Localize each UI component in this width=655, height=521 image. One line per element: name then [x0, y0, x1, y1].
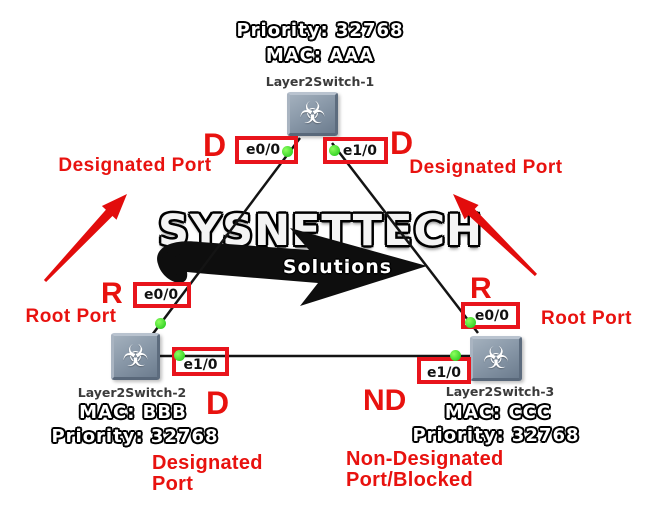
sw2-port-e10-box: e1/0	[172, 347, 229, 376]
sw3-port-e10-status-dot	[450, 350, 461, 361]
sw2-port-e00-status-dot	[155, 318, 166, 329]
sw3-port-e00-role-letter: R	[470, 272, 492, 305]
sw3-priority-label: Priority: 32768	[412, 425, 580, 446]
sw3-mac-label: MAC: CCC	[444, 402, 552, 423]
sw2-mac-label: MAC: BBB	[79, 402, 187, 423]
sw3-port-e10-role-letter: ND	[363, 384, 407, 417]
sw1-port-e00-status-dot	[282, 146, 293, 157]
watermark-brand: SYSNETTECH	[158, 206, 484, 256]
sw3-non-designated-label: Non-Designated Port/Blocked	[346, 449, 504, 491]
sw2-root-port-label: Root Port	[25, 306, 117, 327]
sw2-port-e00-label: e0/0	[144, 287, 179, 303]
sw3-port-e10-label: e1/0	[426, 364, 462, 381]
sw3-port-e00-label: e0/0	[474, 307, 509, 324]
sw1-priority-label: Priority: 32768	[236, 20, 404, 41]
biohazard-icon: ☣	[299, 96, 326, 131]
sw3-port-e00-status-dot	[465, 317, 476, 328]
arrow-left	[43, 194, 127, 282]
sw1-designated-port-label-right: Designated Port	[409, 157, 563, 178]
sw1-port-e10-role-letter: D	[390, 125, 414, 161]
sw3-non-designated-line1: Non-Designated	[346, 448, 504, 470]
sw3-port-e10-box: e1/0	[417, 357, 471, 384]
switch3-icon: ☣	[470, 336, 522, 381]
sw2-port-e10-status-dot	[174, 350, 185, 361]
sw3-non-designated-line2: Port/Blocked	[346, 469, 473, 491]
sw2-port-e10-label: e1/0	[183, 356, 218, 373]
biohazard-icon: ☣	[482, 340, 510, 376]
sw1-name-label: Layer2Switch-1	[265, 74, 375, 89]
sw3-root-port-label: Root Port	[540, 308, 633, 329]
sw2-port-e00-box: e0/0	[133, 282, 191, 308]
sw1-port-e10-status-dot	[329, 145, 340, 156]
sw1-designated-port-label-left: Designated Port	[58, 155, 212, 176]
switch1-icon: ☣	[287, 92, 338, 136]
sw2-port-e00-role-letter: R	[101, 277, 123, 310]
sw2-name-label: Layer2Switch-2	[77, 385, 187, 400]
switch2-icon: ☣	[111, 333, 160, 380]
sw2-designated-port-line1: Designated	[152, 452, 263, 474]
sw2-port-e10-role-letter: D	[206, 385, 230, 421]
sw2-designated-port-line2: Port	[152, 473, 194, 495]
sw3-name-label: Layer2Switch-3	[445, 384, 555, 399]
sw2-priority-label: Priority: 32768	[51, 426, 219, 447]
watermark-subtitle: Solutions	[282, 256, 393, 278]
sw1-mac-label: MAC: AAA	[265, 45, 375, 66]
sw2-designated-port-label: Designated Port	[152, 453, 263, 495]
biohazard-icon: ☣	[122, 338, 149, 374]
